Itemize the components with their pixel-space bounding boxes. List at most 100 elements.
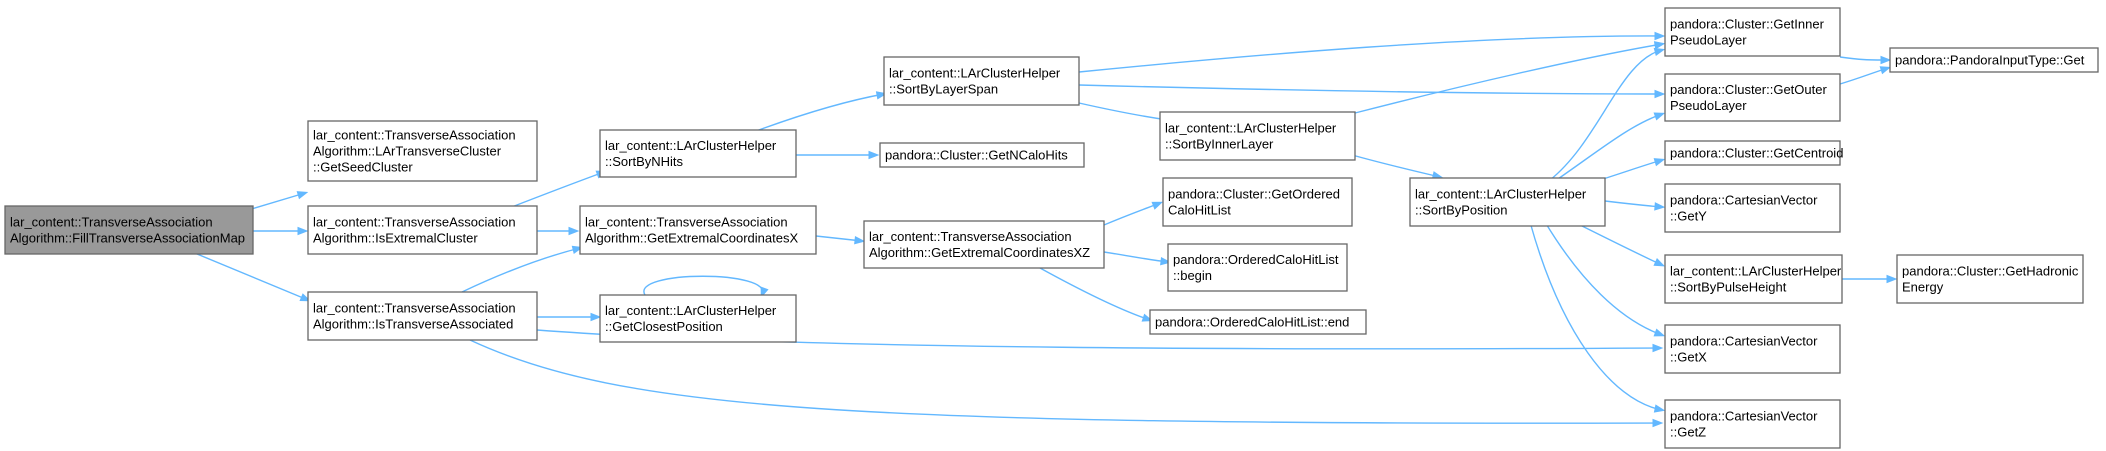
node-sort-by-pulse-height[interactable]: lar_content::LArClusterHelper::SortByPul… [1664, 254, 1843, 304]
arrowhead [1880, 55, 1892, 65]
node-get-closest-position[interactable]: lar_content::LArClusterHelper::GetCloses… [599, 294, 797, 343]
edge-n19-n23 [1842, 274, 1898, 284]
edge-n15-n22 [1839, 55, 1892, 65]
node-label-line: pandora::PandoraInputType::Get [1895, 53, 2085, 68]
node-box[interactable] [307, 291, 538, 341]
node-sort-by-n-hits[interactable]: lar_content::LArClusterHelper::SortByNHi… [599, 129, 797, 178]
node-label-line: lar_content::TransverseAssociation [869, 229, 1072, 244]
node-get-extremal-coordinates-xz[interactable]: lar_content::TransverseAssociationAlgori… [863, 220, 1105, 269]
edge-line [1839, 67, 1889, 85]
arrowhead [1652, 418, 1664, 428]
node-is-extremal-cluster[interactable]: lar_content::TransverseAssociationAlgori… [307, 205, 538, 255]
node-label-line: ::GetClosestPosition [605, 319, 723, 334]
node-box[interactable] [4, 205, 254, 255]
node-label-line: ::GetY [1670, 209, 1707, 224]
node-label-line: ::begin [1173, 268, 1212, 283]
node-box[interactable] [883, 56, 1080, 106]
edge-n7-n10 [1078, 102, 1172, 124]
node-label-line: pandora::CartesianVector [1670, 334, 1818, 349]
node-pandora-input-type-get[interactable]: pandora::PandoraInputType::Get [1889, 47, 2099, 73]
edge-line [1544, 221, 1663, 336]
arrowhead [568, 226, 580, 236]
node-box[interactable] [1162, 177, 1353, 227]
node-is-transverse-associated[interactable]: lar_content::TransverseAssociationAlgori… [307, 291, 538, 341]
edge-n0-n3 [184, 248, 312, 302]
node-box[interactable] [1664, 140, 1841, 166]
node-label-line: ::SortByInnerLayer [1165, 137, 1274, 152]
node-label-line: lar_content::LArClusterHelper [605, 138, 777, 153]
node-box[interactable] [1889, 47, 2099, 73]
edge-n14-n19 [1569, 219, 1666, 267]
node-label-line: pandora::Cluster::GetHadronic [1902, 264, 2079, 279]
node-label-line: pandora::Cluster::GetOuter [1670, 82, 1827, 97]
node-box[interactable] [1664, 7, 1841, 57]
node-box[interactable] [599, 294, 797, 343]
edge-line [1529, 221, 1663, 411]
arrowhead [1653, 112, 1666, 121]
edge-line [1078, 35, 1663, 73]
node-get-extremal-coordinates-x[interactable]: lar_content::TransverseAssociationAlgori… [579, 205, 817, 255]
edge-line [1103, 251, 1169, 263]
edge-line [1554, 113, 1663, 182]
node-box[interactable] [1167, 243, 1348, 292]
node-box[interactable] [307, 205, 538, 255]
node-ordered-calo-hit-list-end[interactable]: pandora::OrderedCaloHitList::end [1149, 309, 1367, 335]
node-box[interactable] [1664, 254, 1843, 304]
node-label-line: ::GetSeedCluster [313, 160, 413, 175]
node-box[interactable] [599, 129, 797, 178]
node-label-line: pandora::Cluster::GetNCaloHits [885, 148, 1068, 163]
node-box[interactable] [1159, 111, 1356, 161]
arrowhead [1886, 274, 1898, 284]
edge-n16-n22 [1839, 66, 1892, 85]
arrowhead [1653, 41, 1666, 50]
node-box[interactable] [879, 142, 1085, 168]
edge-n9-n13 [1039, 267, 1154, 322]
node-box[interactable] [863, 220, 1105, 269]
node-box[interactable] [1896, 254, 2084, 304]
node-box[interactable] [1149, 309, 1367, 335]
arrowhead [868, 150, 880, 160]
node-cartesian-vector-get-x[interactable]: pandora::CartesianVector::GetX [1664, 324, 1841, 374]
node-box[interactable] [1409, 177, 1606, 227]
arrowhead [1654, 31, 1666, 41]
edge-line [184, 248, 309, 301]
node-box[interactable] [1664, 324, 1841, 374]
node-box[interactable] [579, 205, 817, 255]
node-get-centroid[interactable]: pandora::Cluster::GetCentroid [1664, 140, 1843, 166]
node-box[interactable] [1664, 399, 1841, 449]
node-label-line: ::SortByLayerSpan [889, 82, 998, 97]
node-ordered-calo-hit-list-begin[interactable]: pandora::OrderedCaloHitList::begin [1167, 243, 1348, 292]
node-fill-transverse-association-map[interactable]: lar_content::TransverseAssociationAlgori… [4, 205, 254, 255]
edge-line [1344, 152, 1441, 178]
arrowhead [1654, 89, 1666, 99]
node-cartesian-vector-get-z[interactable]: pandora::CartesianVector::GetZ [1664, 399, 1841, 449]
node-sort-by-position[interactable]: lar_content::LArClusterHelper::SortByPos… [1409, 177, 1606, 227]
node-label-line: CaloHitList [1168, 203, 1231, 218]
node-cartesian-vector-get-y[interactable]: pandora::CartesianVector::GetY [1664, 183, 1841, 233]
node-label-line: lar_content::TransverseAssociation [313, 128, 516, 143]
arrowhead [297, 226, 309, 236]
edge-line [1354, 43, 1663, 114]
node-label-line: pandora::Cluster::GetCentroid [1670, 146, 1843, 161]
node-label-line: lar_content::TransverseAssociation [10, 215, 213, 230]
node-box[interactable] [1664, 183, 1841, 233]
edge-n3-n21 [469, 339, 1664, 428]
edge-n3-n6 [537, 312, 602, 322]
node-label-line: lar_content::LArClusterHelper [1670, 264, 1842, 279]
node-label-line: ::GetZ [1670, 425, 1706, 440]
arrowhead [1160, 256, 1172, 266]
node-box[interactable] [1664, 73, 1841, 122]
node-box[interactable] [307, 120, 538, 182]
node-get-n-calo-hits[interactable]: pandora::Cluster::GetNCaloHits [879, 142, 1085, 168]
edge-n5-n9 [815, 235, 866, 245]
edge-line [1078, 102, 1169, 121]
node-sort-by-layer-span[interactable]: lar_content::LArClusterHelper::SortByLay… [883, 56, 1080, 106]
edge-line [643, 275, 764, 296]
node-sort-by-inner-layer[interactable]: lar_content::LArClusterHelper::SortByInn… [1159, 111, 1356, 161]
node-get-seed-cluster[interactable]: lar_content::TransverseAssociationAlgori… [307, 120, 538, 182]
edge-n14-n18 [1604, 200, 1666, 211]
